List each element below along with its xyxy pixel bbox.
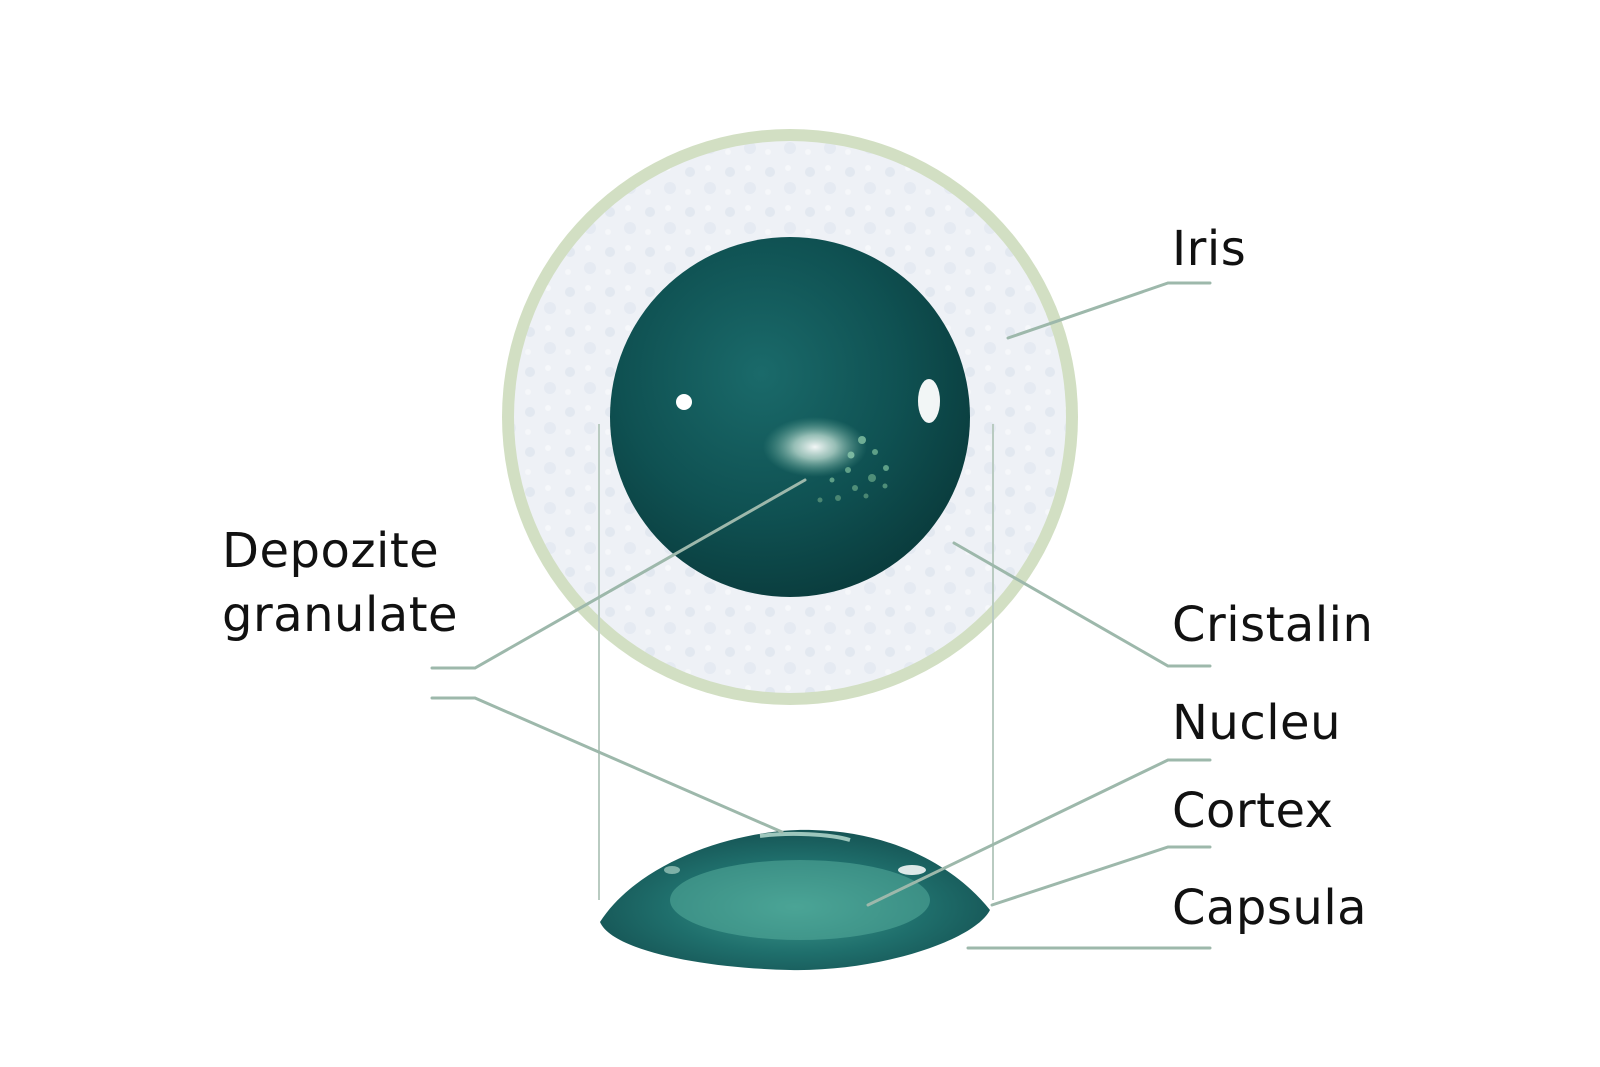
leader-depozite bbox=[430, 478, 807, 670]
label-depozite-line2: granulate bbox=[222, 587, 459, 643]
label-depozite-line1: Depozite bbox=[222, 523, 440, 579]
leader-nucleu bbox=[866, 758, 1212, 907]
leader-lines bbox=[430, 281, 1212, 950]
leader-cortex bbox=[990, 845, 1212, 907]
label-nucleu: Nucleu bbox=[1172, 695, 1342, 751]
granular-deposits bbox=[763, 417, 889, 503]
pupil bbox=[610, 237, 970, 597]
label-cortex: Cortex bbox=[1172, 783, 1334, 839]
label-depozite-granulate: Depozite granulate bbox=[222, 519, 458, 647]
label-cristalin: Cristalin bbox=[1172, 597, 1374, 653]
highlight-right bbox=[918, 379, 940, 423]
leader-iris bbox=[1006, 281, 1212, 340]
lens-spec-highlight bbox=[898, 865, 926, 875]
lens-top-highlight bbox=[759, 831, 851, 842]
lens-nucleus bbox=[670, 860, 930, 940]
leader-cristalin bbox=[952, 541, 1212, 668]
label-iris: Iris bbox=[1172, 221, 1247, 277]
leader-depozite-lens bbox=[430, 696, 784, 834]
label-capsula: Capsula bbox=[1172, 880, 1368, 936]
highlight-left bbox=[676, 394, 692, 410]
